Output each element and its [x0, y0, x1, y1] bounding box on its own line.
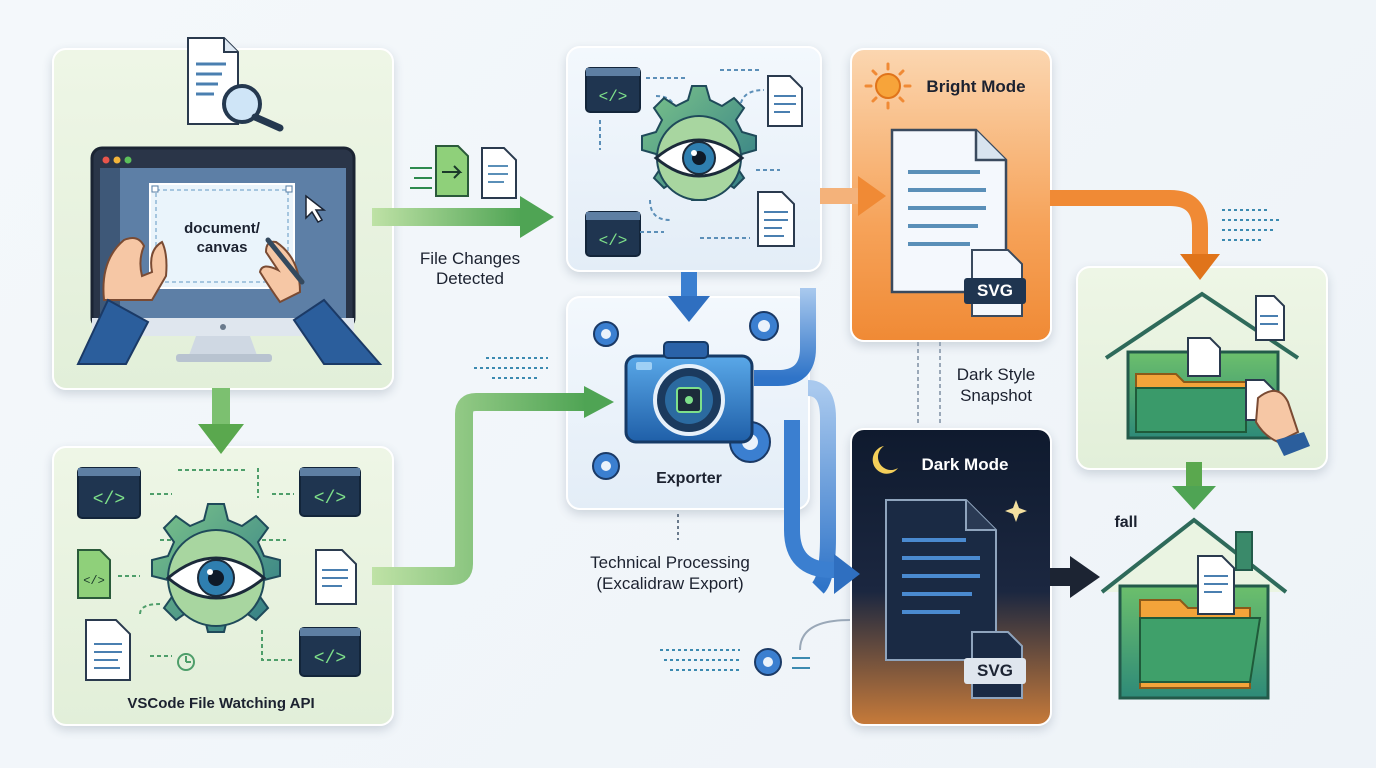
small-gear-icon — [592, 452, 620, 480]
technical-processing-line1: Technical Processing — [590, 553, 750, 572]
dark-snapshot-line1: Dark Style — [956, 365, 1036, 384]
svg-text:</>: </> — [83, 574, 105, 588]
watcher-caption: VSCode File Watching API — [127, 695, 315, 712]
svg-text:</>: </> — [599, 232, 628, 250]
exporter-caption: Exporter — [656, 470, 722, 487]
house-folder-icon-bottom — [1100, 517, 1288, 700]
document-icon — [85, 619, 131, 681]
svg-text:</>: </> — [599, 88, 628, 106]
file-changes-label-line1: File Changes — [419, 249, 521, 268]
arrow-watcher-to-exporter — [668, 272, 710, 322]
svg-text:</>: </> — [314, 489, 346, 509]
arrow-bright-to-house — [1050, 190, 1220, 280]
code-file-icon: </> — [77, 549, 111, 599]
arrow-blue-loop — [754, 288, 816, 386]
screen-text-line2: canvas — [196, 239, 248, 256]
dashed-connector — [917, 342, 941, 424]
file-transfer-icon — [410, 145, 517, 199]
code-window-icon: </> — [585, 67, 641, 113]
house-folder-icon-top — [1104, 291, 1310, 456]
fall-label: fall — [1114, 514, 1138, 531]
document-icon — [767, 75, 803, 127]
code-window-icon: </> — [299, 467, 361, 517]
bright-svg-badge: SVG — [977, 281, 1013, 300]
bright-mode-title: Bright Mode — [926, 77, 1026, 96]
eye-gear-icon-bottom — [151, 503, 281, 633]
arrow-exporter-to-dark — [784, 420, 860, 594]
arrow-blue-down — [807, 380, 836, 594]
dark-document-icon — [885, 499, 1026, 699]
arrow-editor-to-watcher-top — [372, 196, 554, 238]
data-stream-lines — [474, 357, 548, 379]
arrow-watcher-to-exporter-green — [372, 386, 614, 585]
data-stream-lines — [1222, 209, 1280, 241]
moon-icon — [872, 446, 898, 474]
arrow-editor-down — [198, 388, 244, 454]
arrow-to-bright — [820, 176, 886, 216]
document-icon — [315, 549, 357, 605]
hands-icon — [76, 237, 383, 365]
eye-gear-icon-top — [641, 85, 757, 201]
code-window-icon: </> — [299, 627, 361, 677]
house-file-icon — [1255, 295, 1285, 341]
dark-svg-badge: SVG — [977, 661, 1013, 680]
svg-text:</>: </> — [314, 649, 346, 669]
bright-document-icon — [890, 128, 1026, 317]
technical-processing-line2: (Excalidraw Export) — [596, 574, 744, 593]
dark-mode-title: Dark Mode — [921, 455, 1009, 474]
code-window-icon: </> — [77, 467, 141, 519]
dark-snapshot-line2: Snapshot — [960, 386, 1032, 405]
arrow-dark-to-house — [1050, 556, 1100, 598]
sparkle-icon — [1005, 500, 1027, 522]
file-changes-label-line2: Detected — [435, 269, 505, 288]
small-gear-icon — [593, 321, 619, 347]
screen-text-line1: document/ — [184, 220, 260, 237]
watcher-bottom-dashed-lines — [118, 468, 294, 661]
gear-stream-icon — [660, 619, 851, 676]
document-icon — [757, 191, 795, 247]
small-gear-icon — [749, 311, 779, 341]
arrow-house-down — [1172, 462, 1216, 510]
document-search-icon — [187, 37, 284, 132]
clock-icon — [177, 653, 195, 671]
svg-text:</>: </> — [93, 490, 125, 510]
sun-icon — [864, 62, 912, 110]
code-window-icon: </> — [585, 211, 641, 257]
camera-icon — [624, 341, 754, 444]
